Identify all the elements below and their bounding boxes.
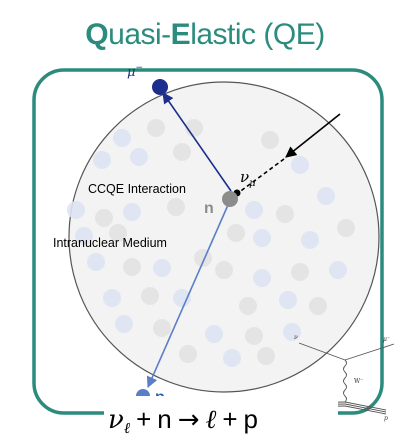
incoming-neutrino-line bbox=[285, 113, 341, 158]
muon-particle bbox=[152, 79, 168, 95]
feynman-mu-label: μ⁻ bbox=[383, 336, 390, 343]
equation-background bbox=[104, 396, 338, 436]
medium-label: Intranuclear Medium bbox=[53, 236, 167, 250]
title-part2: lastic (QE) bbox=[190, 18, 325, 51]
neutrino-label: νμ bbox=[240, 168, 256, 189]
muon-label: μ− bbox=[127, 63, 143, 80]
feynman-w-label: W⁻ bbox=[354, 378, 363, 385]
neutron-label: n bbox=[204, 200, 214, 217]
title-e-letter: E bbox=[170, 18, 191, 51]
diagram-title: Quasi-Elastic (QE) bbox=[0, 18, 410, 52]
eq-arrow: → bbox=[178, 405, 200, 435]
title-q-letter: Q bbox=[85, 18, 109, 51]
muon-track bbox=[162, 92, 232, 192]
interaction-label: CCQE Interaction bbox=[88, 182, 186, 196]
struck-neutron bbox=[222, 191, 238, 207]
eq-plus2: + bbox=[222, 404, 237, 434]
eq-n: n bbox=[157, 404, 171, 434]
eq-nu-sub: ℓ bbox=[124, 419, 130, 437]
eq-p: p bbox=[244, 404, 258, 434]
eq-ell: ℓ bbox=[206, 405, 217, 435]
reaction-equation: νℓ+n→ℓ+p bbox=[108, 404, 258, 437]
feynman-p-label: p bbox=[384, 415, 388, 422]
proton-track bbox=[146, 204, 229, 389]
title-part1: uasi- bbox=[108, 18, 171, 51]
feynman-nu-label: ν bbox=[294, 334, 298, 341]
incoming-neutrino-dashed bbox=[237, 158, 285, 194]
eq-plus1: + bbox=[136, 404, 151, 434]
eq-nu: ν bbox=[108, 405, 124, 435]
nucleon-cloud bbox=[67, 119, 355, 367]
